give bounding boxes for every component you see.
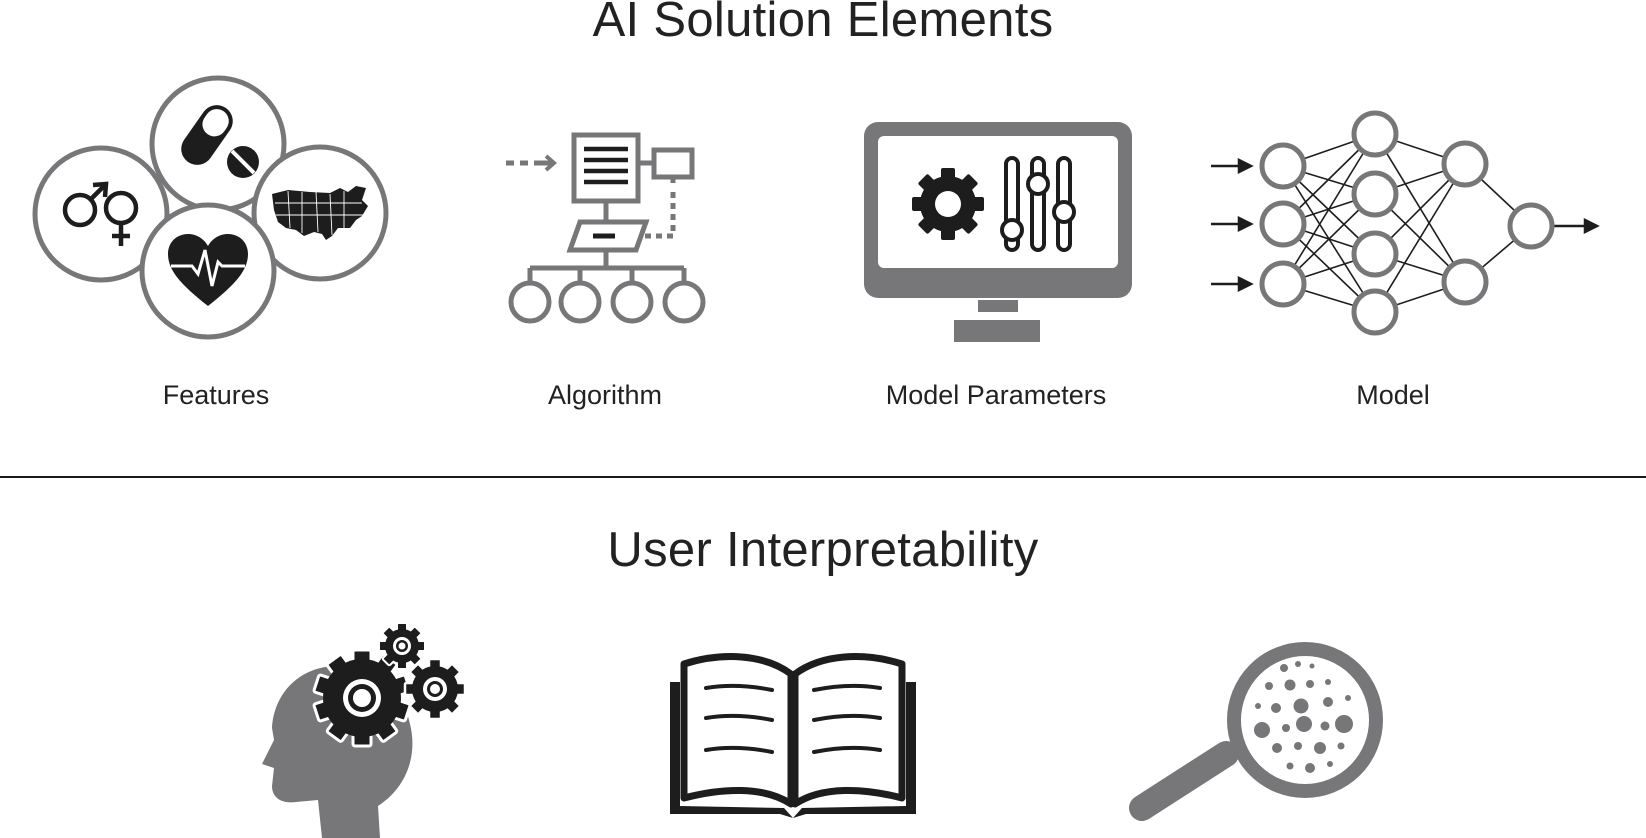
algorithm-flow-icon xyxy=(506,132,706,324)
sliders-icon xyxy=(1000,156,1076,252)
open-book-icon xyxy=(670,653,916,818)
gear-icon xyxy=(912,168,984,240)
label-model-parameters: Model Parameters xyxy=(885,380,1107,410)
heart-rate-icon xyxy=(139,202,277,340)
section-divider xyxy=(0,476,1646,478)
section-title-user-interpretability: User Interpretability xyxy=(607,523,1039,577)
label-features: Features xyxy=(162,380,270,410)
monitor-settings-icon xyxy=(864,122,1132,342)
label-algorithm: Algorithm xyxy=(547,380,663,410)
features-icon xyxy=(32,75,389,340)
magnifier-icon xyxy=(1129,642,1383,821)
head-gears-icon xyxy=(262,622,467,838)
us-map-icon xyxy=(251,144,389,282)
section-title-ai-solution-elements: AI Solution Elements xyxy=(592,0,1054,47)
gender-symbols-icon xyxy=(32,145,170,283)
neural-network-icon xyxy=(1211,110,1600,336)
label-model: Model xyxy=(1356,380,1430,410)
